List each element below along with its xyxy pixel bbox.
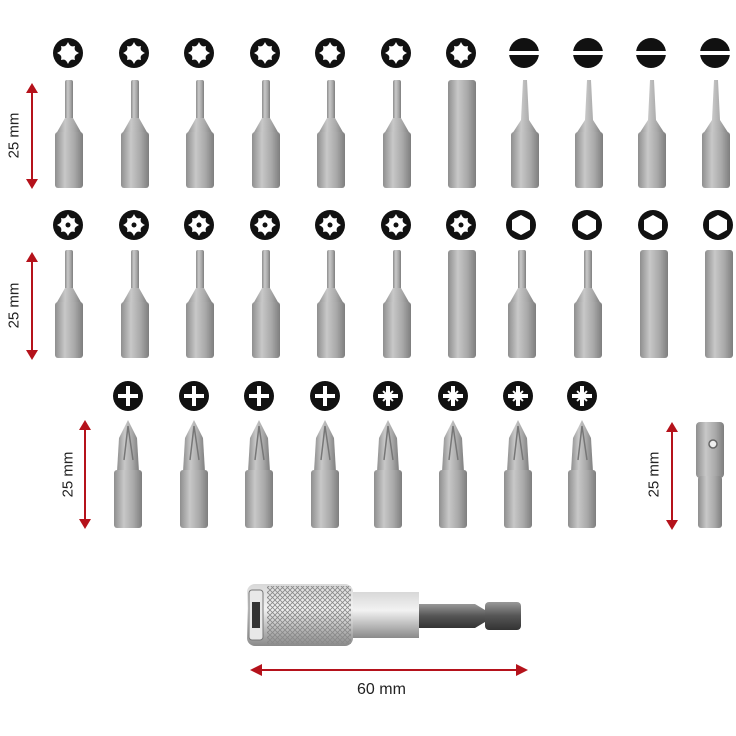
hex-bit [571, 250, 605, 360]
torx-bit [445, 80, 479, 190]
torx-tamper-bit [249, 250, 283, 360]
phillips-icon [178, 380, 210, 412]
slotted-icon [635, 37, 667, 69]
torx-tamper-bit [183, 250, 217, 360]
pozidriv-icon [502, 380, 534, 412]
pozidriv-bit [565, 420, 599, 530]
hex-bit [702, 250, 736, 360]
torx-tamper-bit [118, 250, 152, 360]
torx-tamper-bit [52, 250, 86, 360]
torx-tamper-icon [314, 209, 346, 241]
torx-tamper-icon [445, 209, 477, 241]
pozidriv-bit [371, 420, 405, 530]
torx-icon [314, 37, 346, 69]
row1-dimension-label: 25 mm [5, 112, 23, 159]
hex-icon [637, 209, 669, 241]
phillips-icon [309, 380, 341, 412]
phillips-bit [308, 420, 342, 530]
pozidriv-icon [372, 380, 404, 412]
torx-icon [445, 37, 477, 69]
hex-bit [505, 250, 539, 360]
torx-tamper-bit [314, 250, 348, 360]
row2-dimension-label: 25 mm [5, 282, 23, 329]
adapter-dimension-arrow [666, 422, 678, 530]
pozidriv-icon [566, 380, 598, 412]
pozidriv-icon [437, 380, 469, 412]
phillips-icon [112, 380, 144, 412]
phillips-icon [243, 380, 275, 412]
torx-bit [249, 80, 283, 190]
slotted-icon [699, 37, 731, 69]
phillips-bit [242, 420, 276, 530]
hex-icon [571, 209, 603, 241]
torx-bit [52, 80, 86, 190]
torx-tamper-icon [249, 209, 281, 241]
slotted-icon [572, 37, 604, 69]
socket-adapter [696, 422, 724, 528]
torx-tamper-icon [183, 209, 215, 241]
row2-dimension-arrow [26, 252, 38, 360]
adapter-dimension-label: 25 mm [645, 451, 663, 498]
row3-dimension-label: 25 mm [59, 451, 77, 498]
row1-dimension-arrow [26, 83, 38, 189]
torx-bit [380, 80, 414, 190]
phillips-bit [177, 420, 211, 530]
holder-dimension-arrow [250, 664, 528, 676]
torx-tamper-bit [380, 250, 414, 360]
magnetic-bit-holder [247, 584, 521, 646]
torx-icon [380, 37, 412, 69]
pozidriv-bit [501, 420, 535, 530]
torx-icon [118, 37, 150, 69]
torx-icon [52, 37, 84, 69]
row3-dimension-arrow [79, 420, 91, 529]
holder-dimension-label: 60 mm [357, 681, 406, 698]
torx-bit [183, 80, 217, 190]
torx-tamper-icon [380, 209, 412, 241]
hex-icon [505, 209, 537, 241]
torx-bit [314, 80, 348, 190]
phillips-bit [111, 420, 145, 530]
slotted-bit [699, 80, 733, 190]
torx-icon [249, 37, 281, 69]
torx-icon [183, 37, 215, 69]
torx-tamper-bit [445, 250, 479, 360]
hex-bit [637, 250, 671, 360]
torx-tamper-icon [118, 209, 150, 241]
slotted-bit [508, 80, 542, 190]
slotted-icon [508, 37, 540, 69]
torx-bit [118, 80, 152, 190]
slotted-bit [635, 80, 669, 190]
pozidriv-bit [436, 420, 470, 530]
slotted-bit [572, 80, 606, 190]
hex-icon [702, 209, 734, 241]
torx-tamper-icon [52, 209, 84, 241]
